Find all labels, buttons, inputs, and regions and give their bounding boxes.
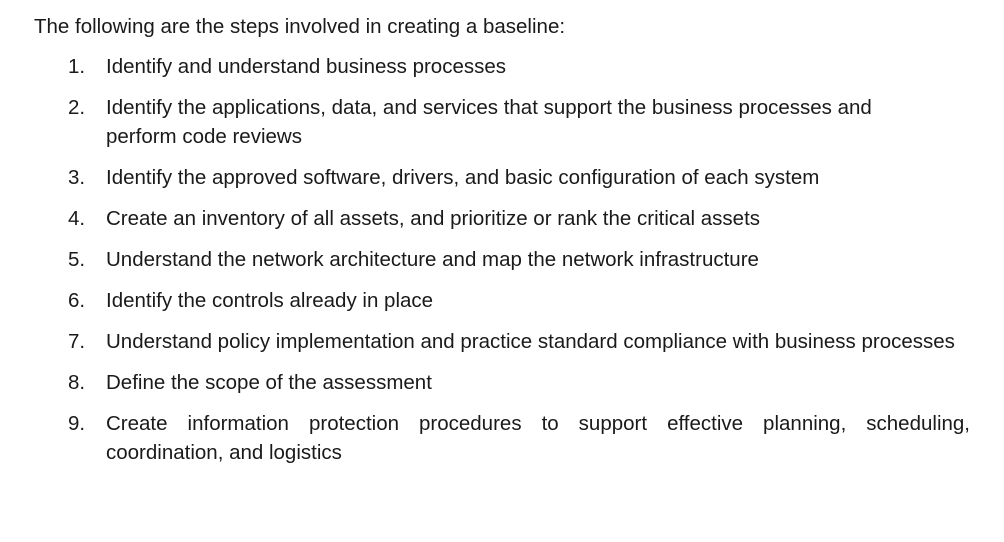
list-item: 4. Create an inventory of all assets, an…	[34, 204, 984, 233]
list-item-text: Identify the applications, data, and ser…	[106, 96, 872, 148]
list-item: 6. Identify the controls already in plac…	[34, 286, 984, 315]
list-item: 9. Create information protection procedu…	[34, 409, 984, 467]
list-item-text: Identify the controls already in place	[106, 289, 434, 312]
list-item-number: 3.	[68, 166, 86, 189]
list-item-text: Identify the approved software, drivers,…	[106, 166, 820, 189]
steps-list: 1. Identify and understand business proc…	[34, 52, 984, 467]
list-item-number: 2.	[68, 96, 86, 119]
list-item-number: 9.	[68, 412, 86, 435]
list-item: 2. Identify the applications, data, and …	[34, 93, 984, 151]
list-item: 3. Identify the approved software, drive…	[34, 163, 984, 192]
list-item-number: 6.	[68, 289, 86, 312]
list-item-number: 8.	[68, 371, 86, 394]
list-item-number: 5.	[68, 248, 86, 271]
list-item: 8. Define the scope of the assessment	[34, 368, 984, 397]
list-item-number: 4.	[68, 207, 86, 230]
list-item: 1. Identify and understand business proc…	[34, 52, 984, 81]
list-item-text: Identify and understand business process…	[106, 55, 507, 78]
list-item-text: Define the scope of the assessment	[106, 371, 432, 394]
list-item-text: Understand the network architecture and …	[106, 248, 759, 271]
list-item: 7. Understand policy implementation and …	[34, 327, 984, 356]
list-item-number: 7.	[68, 330, 86, 353]
list-item-text: Create an inventory of all assets, and p…	[106, 207, 761, 230]
list-item-text: Create information protection procedures…	[106, 412, 970, 464]
list-item-number: 1.	[68, 55, 86, 78]
intro-paragraph: The following are the steps involved in …	[34, 15, 566, 38]
list-item-text: Understand policy implementation and pra…	[106, 330, 955, 353]
list-item: 5. Understand the network architecture a…	[34, 245, 984, 274]
